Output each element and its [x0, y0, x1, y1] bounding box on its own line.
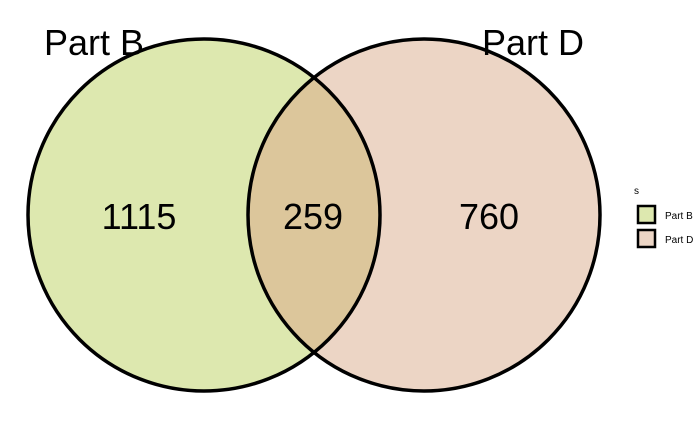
count-intersection: 259 [283, 196, 343, 237]
count-part-d-only: 760 [459, 196, 519, 237]
legend-title: s [634, 186, 639, 197]
set-outline-part-b [26, 37, 382, 393]
legend-label-part-d: Part D [665, 235, 693, 246]
legend: s Part B Part D [634, 186, 693, 249]
set-title-part-b: Part B [44, 22, 144, 63]
set-outline-part-d [246, 37, 602, 393]
legend-swatch-part-b [636, 204, 657, 225]
legend-label-part-b: Part B [665, 211, 693, 222]
legend-swatch-part-d [636, 228, 657, 249]
intersection-region [248, 39, 380, 391]
set-title-part-d: Part D [482, 22, 584, 63]
count-part-b-only: 1115 [102, 196, 177, 237]
